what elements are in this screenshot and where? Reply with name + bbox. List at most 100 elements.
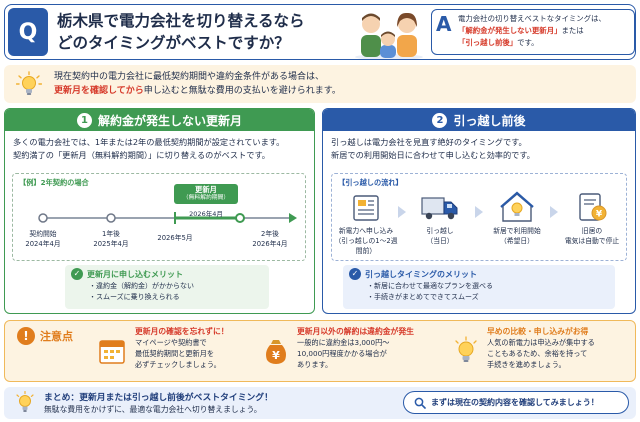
timeline-point-one-year: 1年後 2025年4月 xyxy=(80,229,142,249)
answer-mid: または xyxy=(561,26,584,35)
renewal-card-title: 解約金が発生しない更新月 xyxy=(97,113,242,128)
intro-text: 現在契約中の電力会社に最低契約期間や違約金条件がある場合は、 更新月を確認してか… xyxy=(54,70,341,98)
flow-step-apply: 新電力へ申し込み （引っ越しの1〜2週間前） xyxy=(334,190,398,256)
question-title-line1: 栃木県で電力会社を切り替えるなら xyxy=(57,12,305,30)
moving-card-number: 2 xyxy=(432,112,448,128)
check-contract-button[interactable]: まずは現在の契約内容を確認してみましょう！ xyxy=(403,391,629,414)
summary-body: 無駄な費用をかけずに、最適な電力会社へ切り替えましょう。 xyxy=(44,405,262,414)
search-icon xyxy=(414,397,426,409)
summary-title: まとめ：更新月または引っ越し前後がベストタイミング！ xyxy=(44,393,273,403)
flow-caption-line2: （当日） xyxy=(426,237,454,245)
point-label: 契約開始 xyxy=(29,230,57,238)
answer-line2: 「解約金が発生しない更新月」または xyxy=(458,25,634,37)
point-label: 1年後 xyxy=(102,230,120,238)
list-item: 手続きがまとめてできてスムーズ xyxy=(367,292,493,303)
renewal-merit-box: ✓ 更新月に申し込むメリット 違約金（解約金）がかからない スムーズに乗り換えら… xyxy=(65,265,269,309)
caution-item-penalty: 更新月以外の解約は違約金が発生 一般的に違約金は3,000円〜 10,000円程… xyxy=(297,326,447,370)
contract-timeline: 【例】2年契約の場合 更新月 （無料解約期間） 2026年4月 契約開始 202… xyxy=(12,173,306,261)
arrow-right-icon xyxy=(398,206,406,218)
yen-bag-icon: ¥ xyxy=(266,340,286,364)
caution-item-body: マイページや契約書で 最低契約期間と更新月を 必ずチェックしましょう。 xyxy=(135,337,263,370)
flow-step-stop: ¥ 旧居の 電気は自動で停止 xyxy=(560,190,624,246)
caution-panel: ! 注意点 更新月の確認を忘れずに！ マイページや契約書で 最低契約期間と更新月… xyxy=(4,320,636,382)
answer-line3: 「引っ越し前後」です。 xyxy=(458,37,634,49)
flow-caption: 新居で利用開始 （希望日） xyxy=(485,226,549,246)
caution-line: 一般的に違約金は3,000円〜 xyxy=(297,338,390,347)
answer-highlight-moving: 「引っ越し前後」 xyxy=(458,38,518,47)
timeline-point-two-year: 2年後 2026年4月 xyxy=(239,229,301,249)
renewal-card-number: 1 xyxy=(76,112,92,128)
arrow-right-icon xyxy=(475,206,483,218)
point-date: 2025年4月 xyxy=(93,240,129,248)
timeline-point-start: 契約開始 2024年4月 xyxy=(12,229,74,249)
answer-end: です。 xyxy=(517,38,539,47)
arrow-right-icon xyxy=(550,206,558,218)
answer-line1: 電力会社の切り替えベストなタイミングは、 xyxy=(458,14,606,23)
svg-text:¥: ¥ xyxy=(596,210,603,220)
question-title: 栃木県で電力会社を切り替えるなら どのタイミングがベストですか？ xyxy=(57,10,357,54)
caution-item-early: 早めの比較・申し込みがお得 人気の新電力は申込みが集中する こともあるため、余裕… xyxy=(487,326,633,370)
renewal-merit-list: 違約金（解約金）がかからない スムーズに乗り換えられる xyxy=(89,281,194,303)
family-illustration-icon xyxy=(355,12,423,59)
svg-text:¥: ¥ xyxy=(272,349,280,362)
caution-line: マイページや契約書で xyxy=(135,338,207,347)
point-date: 2026年5月 xyxy=(157,234,193,242)
moving-desc-line1: 引っ越しは電力会社を見直す絶好のタイミングです。 xyxy=(331,137,527,147)
flow-step-move: 引っ越し （当日） xyxy=(408,190,472,246)
callout-title: 更新月 xyxy=(195,185,217,194)
caution-line: 最低契約期間と更新月を xyxy=(135,349,215,358)
check-contract-button-label: まずは現在の契約内容を確認してみましょう！ xyxy=(431,398,599,407)
q-badge: Q xyxy=(8,8,48,56)
renewal-desc-line2: 契約満了の「更新月（無料解約期間）」に切り替えるのがベストです。 xyxy=(13,150,270,160)
moving-merit-title: 引っ越しタイミングのメリット xyxy=(365,270,477,279)
renewal-month-card: 1 解約金が発生しない更新月 多くの電力会社では、1年または2年の最低契約期間が… xyxy=(4,108,315,314)
caution-item-renewal: 更新月の確認を忘れずに！ マイページや契約書で 最低契約期間と更新月を 必ずチェ… xyxy=(135,326,263,370)
point-date: 2026年4月 xyxy=(252,240,288,248)
timeline-graphic xyxy=(38,212,297,224)
intro-line2: 更新月を確認してから申し込むと無駄な費用の支払いを避けられます。 xyxy=(54,84,341,98)
caution-line: 人気の新電力は申込みが集中する xyxy=(487,338,595,347)
flow-caption: 引っ越し （当日） xyxy=(408,226,472,246)
timeline-dot xyxy=(106,213,116,223)
newspaper-form-icon xyxy=(353,195,379,221)
moving-desc-line2: 新居での利用開始日に合わせて申し込むと効率的です。 xyxy=(331,150,535,160)
caution-line: こともあるため、余裕を持って xyxy=(487,349,588,358)
callout-date: 2026年4月 xyxy=(189,210,223,218)
caution-item-body: 人気の新電力は申込みが集中する こともあるため、余裕を持って 手続きを進めましょ… xyxy=(487,337,633,370)
caution-heading: ! 注意点 xyxy=(17,327,73,345)
caution-item-head: 早めの比較・申し込みがお得 xyxy=(487,327,589,336)
truck-icon xyxy=(421,197,458,220)
moving-card-title: 引っ越し前後 xyxy=(453,113,526,128)
summary-footer: まとめ：更新月または引っ越し前後がベストタイミング！ 無駄な費用をかけずに、最適… xyxy=(4,387,636,419)
document-yen-icon: ¥ xyxy=(579,193,607,221)
caution-line: 10,000円程度かかる場合が xyxy=(297,349,387,358)
renewal-desc-line1: 多くの電力会社では、1年または2年の最低契約期間が設定されています。 xyxy=(13,137,285,147)
intro-highlight: 更新月を確認してから xyxy=(54,86,144,96)
moving-merit-list: 新居に合わせて最適なプランを選べる 手続きがまとめてできてスムーズ xyxy=(367,281,493,303)
list-item: スムーズに乗り換えられる xyxy=(89,292,194,303)
flow-caption: 旧居の 電気は自動で停止 xyxy=(560,226,624,246)
lightbulb-icon xyxy=(16,391,34,412)
moving-flow: 【引っ越しの流れ】 新電力へ申し込み （引っ越しの1〜2週間前） xyxy=(331,173,627,261)
check-icon: ✓ xyxy=(71,268,83,280)
caution-item-body: 一般的に違約金は3,000円〜 10,000円程度かかる場合が あります。 xyxy=(297,337,447,370)
flow-caption-line1: 新居で利用開始 xyxy=(493,227,541,235)
answer-highlight-renewal: 「解約金が発生しない更新月」 xyxy=(458,26,562,35)
point-label: 2年後 xyxy=(261,230,279,238)
renewal-month-callout: 更新月 （無料解約期間） xyxy=(174,184,238,204)
flow-caption-line2: （引っ越しの1〜2週間前） xyxy=(334,237,398,255)
question-title-line2: どのタイミングがベストですか？ xyxy=(57,34,290,52)
flow-caption-line1: 旧居の xyxy=(581,227,603,235)
a-badge: A xyxy=(436,12,452,36)
lightbulb-icon xyxy=(16,71,42,95)
moving-card-header: 2 引っ越し前後 xyxy=(323,109,635,131)
timeline-dot xyxy=(235,213,245,223)
flow-caption-line2: 電気は自動で停止 xyxy=(564,237,620,245)
caution-item-head: 更新月以外の解約は違約金が発生 xyxy=(297,327,414,336)
intro-line1: 現在契約中の電力会社に最低契約期間や違約金条件がある場合は、 xyxy=(54,72,325,82)
caution-line: 手続きを進めましょう。 xyxy=(487,360,566,369)
moving-card: 2 引っ越し前後 引っ越しは電力会社を見直す絶好のタイミングです。 新居での利用… xyxy=(322,108,636,314)
flow-caption: 新電力へ申し込み （引っ越しの1〜2週間前） xyxy=(334,226,398,256)
point-date: 2024年4月 xyxy=(25,240,61,248)
callout-subtitle: （無料解約期間） xyxy=(182,195,230,201)
